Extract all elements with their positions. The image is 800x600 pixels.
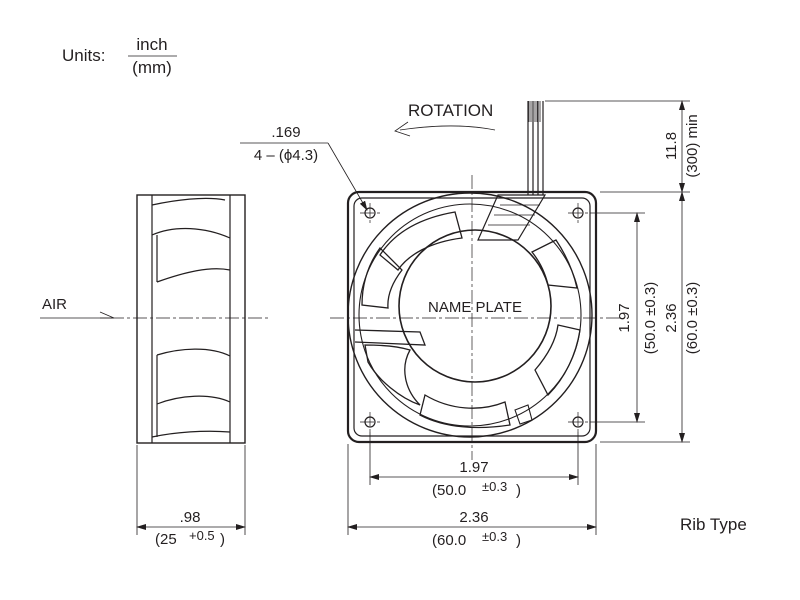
side-view bbox=[110, 194, 270, 444]
overall-h-inch: 2.36 bbox=[459, 509, 488, 526]
hole-pitch-h-mm-tol: ±0.3 bbox=[482, 479, 507, 494]
overall-v-mm: (60.0 ±0.3) bbox=[684, 282, 701, 354]
lead-wire-strands bbox=[528, 101, 541, 122]
hole-callout-leader bbox=[327, 142, 368, 211]
lead-length-dimension: 11.8 (300) min bbox=[545, 100, 701, 193]
side-blade-top-low bbox=[156, 268, 231, 283]
rotation-label: ROTATION bbox=[408, 101, 493, 120]
fan-spoke-top-left bbox=[379, 211, 463, 271]
mounting-holes bbox=[360, 203, 588, 432]
side-width-mm-tol: +0.5 bbox=[189, 528, 215, 543]
fan-spoke-bottom-left bbox=[364, 344, 421, 406]
overall-v-inch: 2.36 bbox=[663, 303, 680, 332]
fan-hub bbox=[398, 229, 552, 383]
hole-pitch-v-mm: (50.0 ±0.3) bbox=[642, 282, 659, 354]
overall-h-mm-close: ) bbox=[516, 532, 521, 549]
lead-length-inch: 11.8 bbox=[663, 132, 680, 160]
side-width-inch: .98 bbox=[180, 509, 201, 526]
side-blade-bottom-edge bbox=[151, 430, 231, 438]
mounting-hole-centerlines bbox=[360, 203, 588, 432]
units-denominator: (mm) bbox=[132, 58, 172, 77]
side-width-mm-close: ) bbox=[220, 531, 225, 548]
side-blade-top-edge bbox=[151, 197, 226, 206]
fan-spoke-left bbox=[361, 246, 403, 309]
side-blade-bottom-top bbox=[156, 348, 231, 357]
overall-vertical-dimension: 2.36 (60.0 ±0.3) bbox=[600, 191, 701, 443]
fan-support-rib bbox=[354, 329, 426, 346]
fan-rib-notch bbox=[514, 404, 533, 425]
air-arrow-head bbox=[99, 311, 115, 319]
lead-length-mm: (300) min bbox=[684, 114, 701, 177]
rotation-indicator: ROTATION bbox=[394, 101, 496, 137]
side-view-outline bbox=[136, 194, 246, 444]
overall-horizontal-dimension: 2.36 (60.0 ±0.3 ) bbox=[347, 444, 597, 549]
hole-pitch-h-mm-close: ) bbox=[516, 482, 521, 499]
hole-pitch-v-inch: 1.97 bbox=[616, 303, 633, 332]
hole-pitch-vertical-dimension: 1.97 (50.0 ±0.3) bbox=[590, 212, 659, 423]
units-numerator: inch bbox=[136, 35, 167, 54]
side-blade-top-mid bbox=[151, 227, 231, 239]
lead-wires bbox=[527, 101, 544, 195]
fan-venturi-outer bbox=[347, 192, 593, 438]
fan-venturi-inner bbox=[358, 203, 582, 427]
fan-spoke-bottom-right bbox=[534, 324, 581, 397]
units-prefix: Units: bbox=[62, 46, 105, 65]
rib-type-label: Rib Type bbox=[680, 515, 747, 534]
hole-pitch-h-inch: 1.97 bbox=[459, 459, 488, 476]
hole-callout-mm: 4 – (ϕ4.3) bbox=[254, 147, 318, 164]
side-width-dimension: .98 (25 +0.5 ) bbox=[136, 445, 246, 548]
lead-wire-channel bbox=[477, 194, 547, 241]
lead-wire-channel-lines bbox=[488, 204, 540, 226]
hole-pitch-h-mm-value: (50.0 bbox=[432, 482, 466, 499]
overall-h-mm-value: (60.0 bbox=[432, 532, 466, 549]
side-blade-bottom-mid bbox=[156, 395, 231, 405]
front-view: NAME PLATE bbox=[330, 175, 620, 460]
side-width-mm-value: (25 bbox=[155, 531, 177, 548]
air-direction: AIR bbox=[40, 296, 115, 319]
hole-pitch-horizontal-dimension: 1.97 (50.0 ±0.3 ) bbox=[369, 432, 579, 499]
hole-callout-inch: .169 bbox=[271, 124, 300, 141]
rotation-arrow-arc bbox=[399, 125, 496, 131]
overall-h-mm-tol: ±0.3 bbox=[482, 529, 507, 544]
rotation-arrow-head bbox=[394, 121, 411, 137]
hole-callout: .169 4 – (ϕ4.3) bbox=[240, 124, 368, 211]
air-label: AIR bbox=[42, 296, 67, 313]
units-legend: Units: inch (mm) bbox=[62, 35, 177, 77]
nameplate-label: NAME PLATE bbox=[428, 299, 522, 316]
fan-spoke-bottom bbox=[419, 393, 511, 429]
